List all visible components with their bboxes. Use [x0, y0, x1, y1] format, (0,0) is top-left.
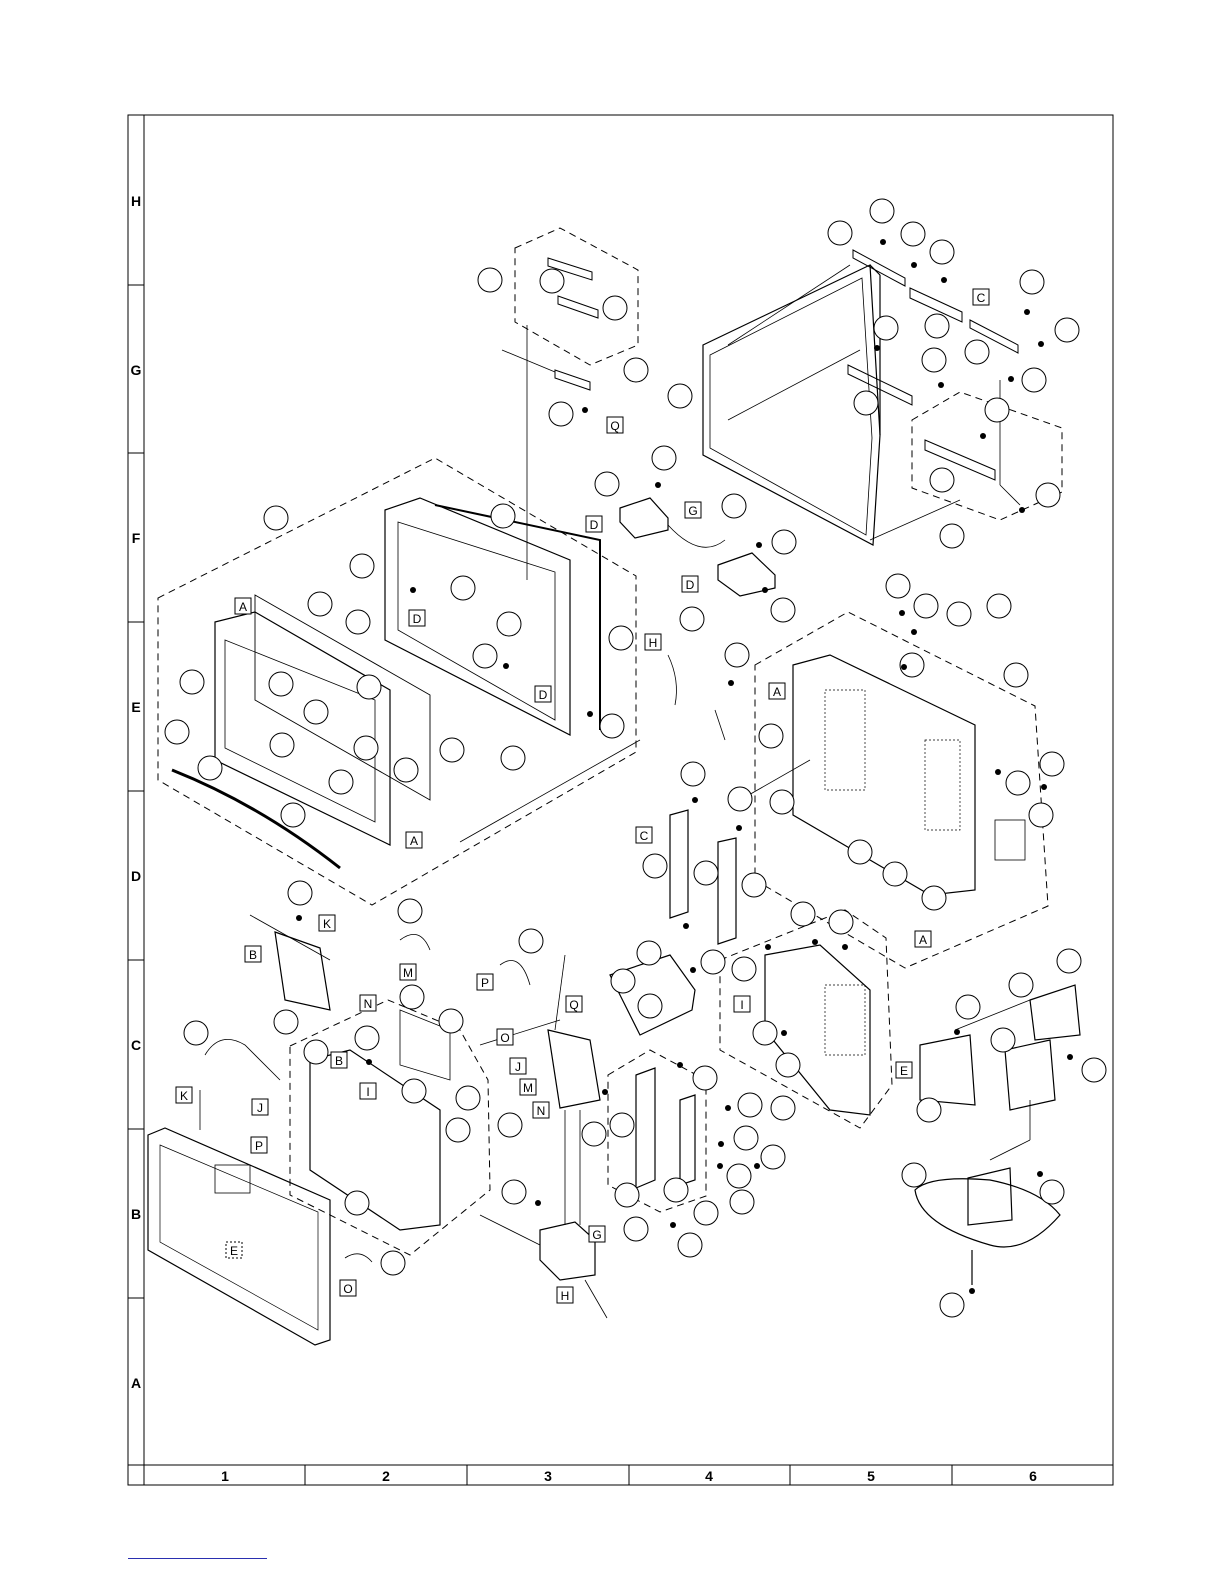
front-bezel-group-outline: [158, 458, 636, 905]
box-label-p-lcd: P: [255, 1139, 263, 1153]
rear-cabinet-part: [793, 655, 1025, 895]
box-label-n-board: N: [537, 1104, 546, 1118]
bottom-board-part: [540, 1222, 595, 1280]
box-label-d-speaker-right: D: [686, 578, 695, 592]
box-label-o-lcd: O: [343, 1282, 352, 1296]
box-label-e-stand: E: [900, 1064, 908, 1078]
front-bezel-part: [172, 595, 430, 868]
box-label-g-speaker: G: [688, 504, 697, 518]
box-label-a-front: A: [239, 600, 247, 614]
box-label-h-bottom: H: [561, 1289, 570, 1303]
box-label-j-lcd: J: [257, 1101, 263, 1115]
row-label-a: A: [128, 1376, 144, 1390]
box-label-i-main: I: [366, 1085, 369, 1099]
row-label-b: B: [128, 1207, 144, 1221]
box-label-p-wire: P: [481, 976, 489, 990]
box-label-o-wire: O: [500, 1031, 509, 1045]
reference-letter-boxes: [176, 289, 989, 1303]
box-label-g-bottom: G: [592, 1228, 601, 1242]
power-board-part: [765, 945, 870, 1115]
box-label-j-board: J: [515, 1060, 521, 1074]
footer-rule: [128, 1558, 267, 1559]
shield-plate-part: [275, 932, 330, 1010]
box-label-n-wire: N: [364, 997, 373, 1011]
box-label-k-lcd: K: [180, 1089, 188, 1103]
box-label-k-shield: K: [323, 917, 331, 931]
box-label-a-rear: A: [773, 685, 781, 699]
box-label-m-wire: M: [403, 966, 413, 980]
box-label-e-lcd: E: [230, 1244, 238, 1258]
box-label-b-shield: B: [249, 948, 257, 962]
row-label-f: F: [128, 531, 144, 545]
box-label-m-board: M: [523, 1081, 533, 1095]
main-board-part: [310, 1010, 450, 1230]
box-label-h-cable: H: [649, 636, 658, 650]
box-label-a-bezel-bottom: A: [410, 834, 418, 848]
box-label-d-front-bottom: D: [539, 688, 548, 702]
column-label-4: 4: [689, 1469, 729, 1483]
lcd-back-panel-part: [148, 1128, 330, 1345]
column-label-3: 3: [528, 1469, 568, 1483]
row-label-e: E: [128, 700, 144, 714]
signal-board-part: [548, 1030, 600, 1108]
reference-frame: [128, 115, 1113, 1485]
box-label-q-top: Q: [610, 419, 619, 433]
column-label-6: 6: [1013, 1469, 1053, 1483]
box-label-c-top: C: [977, 291, 986, 305]
column-label-2: 2: [366, 1469, 406, 1483]
box-label-c-bracket: C: [640, 829, 649, 843]
box-label-i-power: I: [740, 998, 743, 1012]
reference-letter-texts: Q C G D D A D D A H A C A K B M N P O Q …: [180, 291, 986, 1303]
column-label-1: 1: [205, 1469, 245, 1483]
box-label-d-speaker-left: D: [590, 518, 599, 532]
box-label-q-board: Q: [569, 998, 578, 1012]
row-label-g: G: [128, 363, 144, 377]
box-label-d-front-mid: D: [413, 612, 422, 626]
major-parts: [148, 250, 1080, 1345]
box-label-b-main: B: [335, 1054, 343, 1068]
column-label-5: 5: [851, 1469, 891, 1483]
row-label-d: D: [128, 869, 144, 883]
row-label-h: H: [128, 194, 144, 208]
side-terminal-part: [636, 1068, 695, 1188]
row-label-c: C: [128, 1038, 144, 1052]
box-label-a-rear-bottom: A: [919, 933, 927, 947]
